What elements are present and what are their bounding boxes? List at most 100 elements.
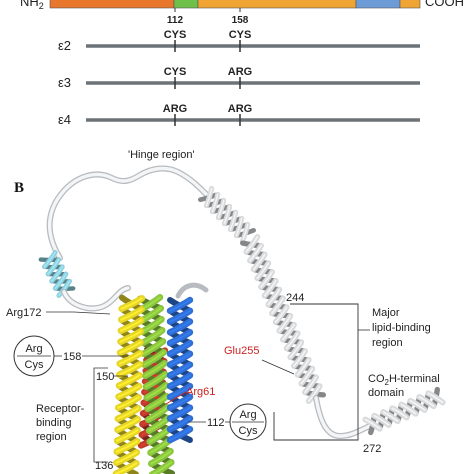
helix-turn-highlight xyxy=(169,320,191,334)
helix-turn-highlight xyxy=(43,251,56,268)
helix-turn-highlight xyxy=(300,367,314,385)
helix-turn-highlight xyxy=(119,330,142,343)
helix-turn-highlight xyxy=(241,223,249,243)
helix-turn-highlight xyxy=(169,331,191,345)
arg-cys-158-badge: Arg Cys xyxy=(13,335,55,377)
res-272-label: 272 xyxy=(363,443,381,455)
helix-turn-highlight xyxy=(169,385,191,398)
yellow-helix xyxy=(112,294,146,474)
helix-turn-highlight xyxy=(205,187,213,207)
panel-b-letter: B xyxy=(14,180,24,196)
res-150-label: 150 xyxy=(96,371,114,383)
helix-turn-highlight xyxy=(115,451,138,464)
major-lipid-label-1: Major xyxy=(372,307,400,319)
helix-turn-highlight xyxy=(58,280,71,297)
helix-turn-highlight xyxy=(409,399,426,411)
green-helix xyxy=(136,294,176,474)
helix-turn-highlight xyxy=(169,309,191,323)
helix-turn-highlight xyxy=(260,271,273,288)
domain-segment-1 xyxy=(49,0,175,9)
helix-turn-highlight xyxy=(119,319,143,332)
helix-turn-highlight xyxy=(118,352,142,365)
domain-segment-5 xyxy=(399,0,421,9)
cterm-domain-label-1: CO2H-terminal xyxy=(368,373,440,387)
helix-turn-highlight xyxy=(50,266,64,282)
helix-turn-highlight xyxy=(263,279,277,297)
helix-turn-highlight xyxy=(147,406,169,421)
upper-helix xyxy=(198,185,256,245)
helix-turn-highlight xyxy=(282,323,295,341)
cyan-to-bundle-loop-highlight xyxy=(62,286,130,311)
position-158-label: 158 xyxy=(232,15,249,26)
arg172-label: Arg172 xyxy=(6,307,41,319)
helix-turn-highlight xyxy=(169,342,191,355)
badge-bottom: Cys xyxy=(239,425,258,437)
major-lipid-label-2: lipid-binding xyxy=(372,322,431,334)
helix-turn-highlight xyxy=(116,407,140,420)
helix-turn-highlight xyxy=(211,193,219,213)
helix-turn-highlight xyxy=(304,376,317,394)
helix-turn-highlight xyxy=(400,403,417,415)
panel-b: B 'Hinge region' Arg172 xyxy=(6,149,446,474)
helix-turn-highlight xyxy=(142,340,164,355)
helix-turn-highlight xyxy=(418,396,435,408)
helix-turn-highlight xyxy=(141,318,163,333)
res-112-label: 112 xyxy=(207,417,225,429)
helix-turn-highlight xyxy=(169,352,191,366)
helix-turn-highlight xyxy=(271,297,284,315)
c-terminal-loop-highlight xyxy=(314,396,372,438)
lipid-binding-box xyxy=(273,303,359,441)
helix-turn-highlight xyxy=(146,395,168,410)
helix-turn-highlight xyxy=(144,362,166,377)
domain-segment-3 xyxy=(197,0,357,9)
residue-158: ARG xyxy=(228,66,252,78)
blue-helix xyxy=(166,296,194,444)
helix-turn-highlight xyxy=(252,253,266,271)
helix-turn-highlight xyxy=(142,329,164,344)
helix-turn-highlight xyxy=(54,273,67,290)
major-lipid-label-3: region xyxy=(372,337,403,349)
allele-name: ε4 xyxy=(58,112,71,127)
glu255-leader xyxy=(261,359,295,375)
helix-turn-highlight xyxy=(150,450,172,465)
res-136-label: 136 xyxy=(95,460,113,472)
helix-turn-highlight xyxy=(307,385,321,402)
helix-turn-highlight xyxy=(169,374,191,388)
helix-turn-highlight xyxy=(120,308,143,321)
arg61-label: Arg61 xyxy=(186,386,215,398)
domain-segment-4 xyxy=(355,0,401,9)
helix-turn-highlight xyxy=(118,363,141,376)
helix-turn-highlight xyxy=(427,392,444,404)
allele-row-e3: ε3 CYS ARG xyxy=(58,66,420,90)
helix-turn-highlight xyxy=(278,315,292,332)
helix-turn-highlight xyxy=(289,341,303,359)
arg61-leader xyxy=(165,391,187,405)
helix-turn-highlight xyxy=(391,407,408,419)
helix-turn-highlight xyxy=(169,299,191,312)
n-terminus-label: NH2 xyxy=(20,0,44,11)
cyan-helix xyxy=(38,250,76,298)
panel-a: NH2 COOH 112 158 ε2 CYS CYS ε3 xyxy=(20,0,464,127)
helix-turn-highlight xyxy=(267,288,281,306)
domain-bar xyxy=(49,0,421,12)
helix-turn-highlight xyxy=(382,411,399,423)
helix-turn-highlight xyxy=(169,406,191,420)
helix-turn-highlight xyxy=(217,199,225,219)
helix-turn-highlight xyxy=(169,417,191,431)
helix-turn-highlight xyxy=(118,374,141,387)
helix-turn-highlight xyxy=(274,306,288,323)
hinge-loop-highlight xyxy=(47,166,208,260)
helix-turn-highlight xyxy=(145,384,167,399)
glu255-label: Glu255 xyxy=(224,345,259,357)
helix-turn-highlight xyxy=(47,258,60,275)
helix-turn-highlight xyxy=(120,297,143,310)
helix-turn-highlight xyxy=(169,363,191,377)
allele-name: ε2 xyxy=(58,38,71,53)
helix-turn-highlight xyxy=(245,236,259,253)
receptor-binding-label-2: binding xyxy=(36,417,71,429)
helix-turn-highlight xyxy=(116,429,139,442)
helix-turn-highlight xyxy=(223,205,231,225)
c-terminus-label: COOH xyxy=(425,0,464,9)
helix-turn-highlight xyxy=(169,395,191,409)
